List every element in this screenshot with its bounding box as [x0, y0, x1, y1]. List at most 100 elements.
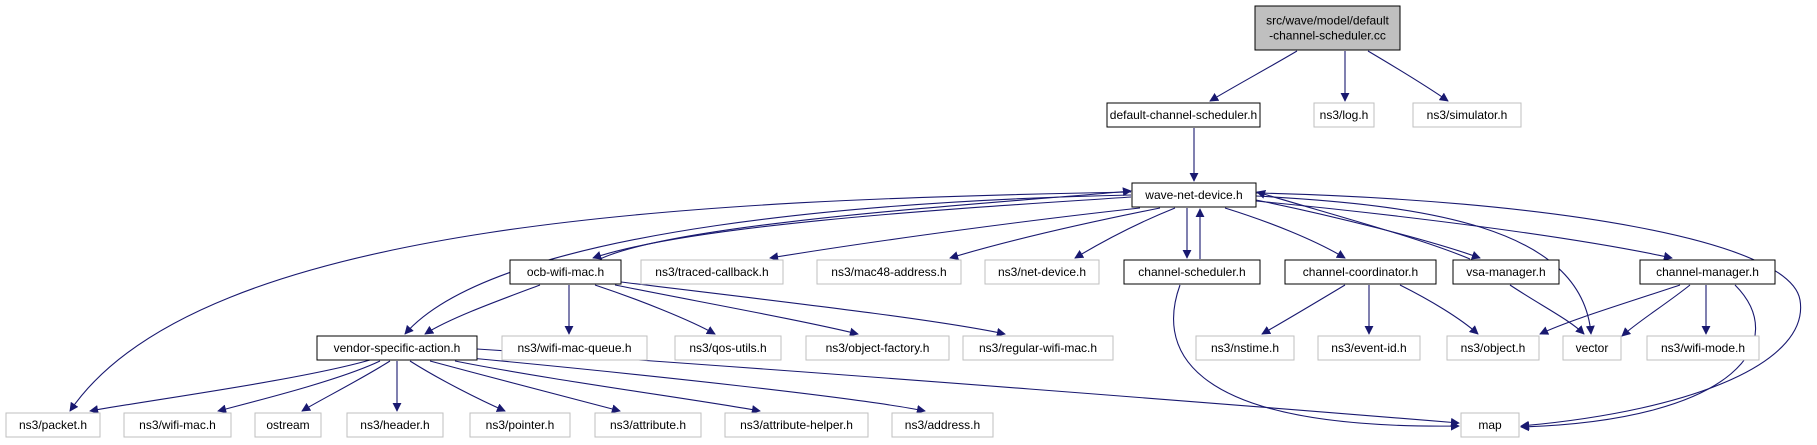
node-dcs_h[interactable]: default-channel-scheduler.h — [1106, 102, 1261, 128]
node-box-attrh — [724, 412, 869, 438]
node-label-wmac: ns3/wifi-mac.h — [139, 418, 216, 432]
node-box-vector — [1562, 335, 1622, 361]
edge-vsact-to-attrh — [454, 360, 761, 414]
edge-root-to-dcs_h — [1209, 50, 1298, 102]
node-addr: ns3/address.h — [891, 412, 994, 438]
node-vsact[interactable]: vendor-specific-action.h — [316, 335, 478, 361]
node-box-pointer — [469, 412, 571, 438]
node-rwm: ns3/regular-wifi-mac.h — [962, 335, 1114, 361]
node-label-ocb: ocb-wifi-mac.h — [527, 265, 604, 279]
edge-wnd-to-chco — [1224, 207, 1346, 259]
node-box-wmq — [501, 335, 648, 361]
edge-chsch-to-map — [1173, 284, 1460, 431]
node-box-vsa — [1452, 259, 1560, 285]
node-label-addr: ns3/address.h — [905, 418, 980, 432]
node-obj: ns3/object.h — [1446, 335, 1540, 361]
edge-vsact-to-attr — [429, 360, 621, 414]
edge-chmgr-to-map — [1520, 284, 1757, 432]
node-box-objf — [805, 335, 950, 361]
node-pointer: ns3/pointer.h — [469, 412, 571, 438]
node-box-dcs_h — [1106, 102, 1261, 128]
node-box-wmode — [1646, 335, 1760, 361]
edge-chco-to-nstime — [1261, 284, 1346, 335]
node-box-netdev — [984, 259, 1100, 285]
node-box-map — [1460, 412, 1520, 438]
node-ocb[interactable]: ocb-wifi-mac.h — [509, 259, 622, 285]
node-chsch[interactable]: channel-scheduler.h — [1123, 259, 1261, 285]
edge-root-to-sim — [1367, 50, 1449, 102]
node-label-evid: ns3/event-id.h — [1331, 341, 1406, 355]
node-label-wnd: wave-net-device.h — [1144, 188, 1242, 202]
node-tcb: ns3/traced-callback.h — [640, 259, 784, 285]
node-box-ocb — [509, 259, 622, 285]
node-label-root-1: -channel-scheduler.cc — [1269, 29, 1386, 43]
node-box-tcb — [640, 259, 784, 285]
node-wmq: ns3/wifi-mac-queue.h — [501, 335, 648, 361]
edge-ocb-to-vsact — [424, 284, 541, 335]
node-chco[interactable]: channel-coordinator.h — [1284, 259, 1437, 285]
node-box-evid — [1317, 335, 1421, 361]
node-label-attrh: ns3/attribute-helper.h — [740, 418, 853, 432]
edge-wnd-to-netdev — [1074, 207, 1176, 259]
node-label-mac48: ns3/mac48-address.h — [831, 265, 946, 279]
node-layer: src/wave/model/default-channel-scheduler… — [5, 5, 1776, 438]
node-attrh: ns3/attribute-helper.h — [724, 412, 869, 438]
node-chmgr[interactable]: channel-manager.h — [1639, 259, 1776, 285]
node-attr: ns3/attribute.h — [594, 412, 702, 438]
node-label-objf: ns3/object-factory.h — [826, 341, 930, 355]
node-qos: ns3/qos-utils.h — [674, 335, 782, 361]
node-wmac: ns3/wifi-mac.h — [123, 412, 232, 438]
node-label-chsch: channel-scheduler.h — [1138, 265, 1245, 279]
edge-vsact-to-ostream — [301, 360, 391, 412]
node-label-vsact: vendor-specific-action.h — [334, 341, 461, 355]
edge-ocb-to-qos — [594, 284, 716, 335]
node-root[interactable]: src/wave/model/default-channel-scheduler… — [1254, 5, 1401, 51]
node-wnd[interactable]: wave-net-device.h — [1131, 182, 1257, 208]
node-box-qos — [674, 335, 782, 361]
node-box-ostream — [254, 412, 322, 438]
node-label-root-0: src/wave/model/default — [1266, 14, 1389, 28]
edge-vsact-to-packet — [89, 359, 371, 414]
node-header: ns3/header.h — [346, 412, 444, 438]
node-label-map: map — [1478, 418, 1502, 432]
node-box-nstime — [1195, 335, 1295, 361]
node-label-sim: ns3/simulator.h — [1427, 108, 1508, 122]
node-label-obj: ns3/object.h — [1461, 341, 1526, 355]
edge-ocb-to-objf — [614, 284, 859, 337]
node-vsa[interactable]: vsa-manager.h — [1452, 259, 1560, 285]
node-ostream: ostream — [254, 412, 322, 438]
edge-vsact-to-pointer — [409, 360, 506, 412]
node-label-vector: vector — [1576, 341, 1609, 355]
node-box-obj — [1446, 335, 1540, 361]
edge-wnd-to-vector — [1255, 195, 1595, 335]
edge-vsact-to-addr — [469, 357, 926, 414]
node-label-log: ns3/log.h — [1320, 108, 1369, 122]
node-box-attr — [594, 412, 702, 438]
edge-chco-to-obj — [1399, 284, 1479, 335]
edge-vsa-to-vector — [1509, 284, 1585, 335]
node-box-wmac — [123, 412, 232, 438]
edge-wnd-to-map — [1255, 192, 1802, 430]
node-label-chmgr: channel-manager.h — [1656, 265, 1759, 279]
node-label-netdev: ns3/net-device.h — [998, 265, 1086, 279]
edge-wnd-to-mac48 — [949, 207, 1161, 260]
node-box-root — [1254, 5, 1401, 51]
node-box-chco — [1284, 259, 1437, 285]
edge-wnd-to-tcb — [769, 207, 1141, 262]
node-sim: ns3/simulator.h — [1412, 102, 1522, 128]
edge-vsa-to-wnd — [1256, 190, 1471, 260]
node-map: map — [1460, 412, 1520, 438]
edge-ocb-to-wnd — [599, 187, 1132, 260]
node-mac48: ns3/mac48-address.h — [816, 259, 962, 285]
node-label-vsa: vsa-manager.h — [1466, 265, 1545, 279]
node-box-wnd — [1131, 182, 1257, 208]
node-box-chmgr — [1639, 259, 1776, 285]
node-label-wmq: ns3/wifi-mac-queue.h — [517, 341, 631, 355]
node-box-vsact — [316, 335, 478, 361]
node-label-tcb: ns3/traced-callback.h — [655, 265, 768, 279]
node-label-nstime: ns3/nstime.h — [1211, 341, 1279, 355]
node-objf: ns3/object-factory.h — [805, 335, 950, 361]
node-box-rwm — [962, 335, 1114, 361]
